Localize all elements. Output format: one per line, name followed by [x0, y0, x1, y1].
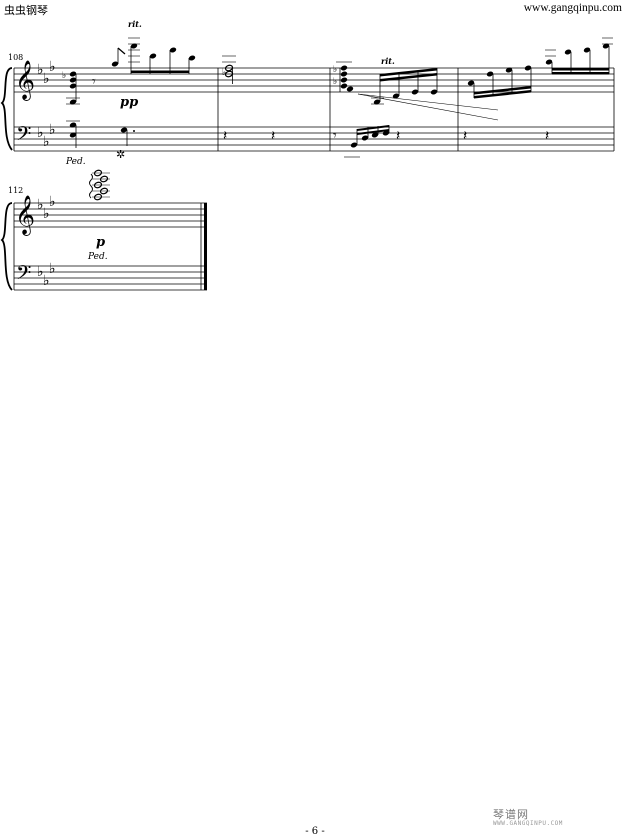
pedal-marking-1: Ped. [65, 157, 86, 167]
brace [0, 67, 13, 151]
watermark-url: WWW.GANGQINPU.COM [493, 820, 563, 827]
pedal-marking-2: Ped. [87, 252, 108, 262]
svg-text:♭: ♭ [37, 264, 44, 280]
svg-text:♭: ♭ [49, 59, 56, 75]
bass-staff-1 [14, 126, 614, 152]
treble-staff-2 [14, 202, 207, 228]
system-2: 112 𝄞 𝄢 ♭ ♭ ♭ ♭ ♭ ♭ [0, 168, 207, 291]
treble-clef: 𝄞 [15, 60, 35, 101]
key-signature-treble: ♭ ♭ ♭ [37, 59, 56, 87]
svg-text:♭: ♭ [37, 62, 44, 78]
key-signature-treble: ♭ ♭ ♭ [37, 194, 56, 222]
eighth-rest: 𝄾 [92, 74, 96, 90]
svg-text:♭: ♭ [62, 71, 66, 81]
arpeggio-mark [89, 173, 93, 199]
svg-text:♭: ♭ [43, 206, 50, 222]
measure-number-108: 108 [8, 53, 23, 62]
lh-110: 𝄾 𝄽 [333, 125, 400, 158]
rh-110-chord: ♭ ♭ [333, 61, 354, 93]
svg-text:♭: ♭ [49, 122, 56, 138]
svg-text:𝄽: 𝄽 [396, 128, 400, 144]
final-chord [89, 168, 110, 202]
svg-text:♭: ♭ [43, 71, 50, 87]
rit-marking-2: rit. [381, 56, 395, 66]
svg-text:♭: ♭ [43, 134, 50, 150]
quarter-rest: 𝄽 [223, 128, 227, 144]
page-number: - 6 - [305, 826, 325, 837]
bass-staff-2 [14, 265, 207, 291]
rh-109: ♭ [222, 55, 236, 84]
quarter-rest: 𝄽 [271, 128, 275, 144]
svg-text:♭: ♭ [49, 261, 56, 277]
quarter-rest: 𝄽 [545, 128, 549, 144]
svg-text:♭: ♭ [222, 68, 226, 78]
bass-clef: 𝄢 [16, 122, 31, 150]
svg-text:♭: ♭ [43, 273, 50, 289]
measure-number-112: 112 [8, 186, 23, 195]
bass-clef: 𝄢 [16, 261, 31, 289]
key-signature-bass: ♭ ♭ ♭ [37, 122, 56, 150]
rh-110-run [357, 68, 499, 121]
key-signature-bass: ♭ ♭ ♭ [37, 261, 56, 289]
lh-108 [66, 120, 135, 148]
svg-text:♭: ♭ [37, 197, 44, 213]
dynamic-p: p [96, 235, 105, 250]
svg-text:♭: ♭ [333, 77, 337, 87]
watermark-logo: 琴谱网 [493, 808, 529, 821]
quarter-rest: 𝄽 [463, 128, 467, 144]
svg-text:♭: ♭ [333, 65, 337, 75]
high-run-108 [111, 37, 196, 74]
treble-clef: 𝄞 [15, 195, 35, 236]
svg-text:♭: ♭ [37, 125, 44, 141]
rit-marking-1: rit. [128, 19, 142, 29]
treble-staff-1 [14, 67, 614, 93]
pedal-release: ✲ [116, 148, 125, 161]
svg-text:♭: ♭ [49, 194, 56, 210]
site-name-header: 虫虫钢琴 [4, 4, 48, 17]
svg-text:𝄾: 𝄾 [333, 128, 337, 144]
rh-111-run [467, 37, 613, 99]
brace [0, 202, 13, 291]
system-1: 108 𝄞 𝄢 ♭ ♭ ♭ ♭ ♭ ♭ ♭ 𝄾 [0, 19, 615, 167]
site-url-header: www.gangqinpu.com [523, 2, 622, 14]
chord-rh-108: ♭ [62, 70, 80, 106]
dynamic-pp: pp [120, 95, 138, 110]
